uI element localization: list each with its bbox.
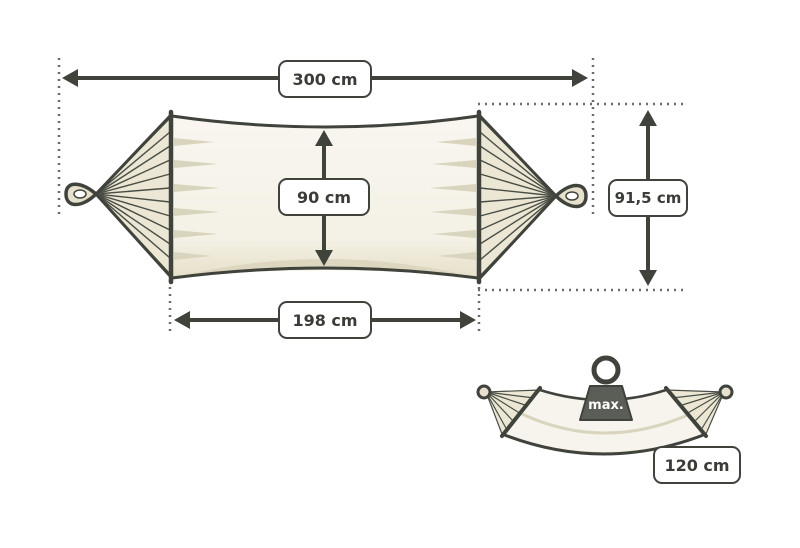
left-strings: [93, 114, 172, 278]
right-strings: [478, 114, 559, 280]
total-length-label: 300 cm: [278, 60, 372, 98]
sag-depth-label: 120 cm: [653, 446, 741, 484]
left-ring: [64, 182, 99, 207]
right-ring: [553, 183, 588, 209]
bed-width-label: 90 cm: [278, 178, 370, 216]
weight-icon: [579, 355, 633, 421]
weight-label: max.: [588, 398, 624, 413]
guide-lines: [57, 58, 688, 335]
bed-length-label: 198 cm: [278, 301, 372, 339]
side-height-label: 91,5 cm: [608, 179, 688, 217]
